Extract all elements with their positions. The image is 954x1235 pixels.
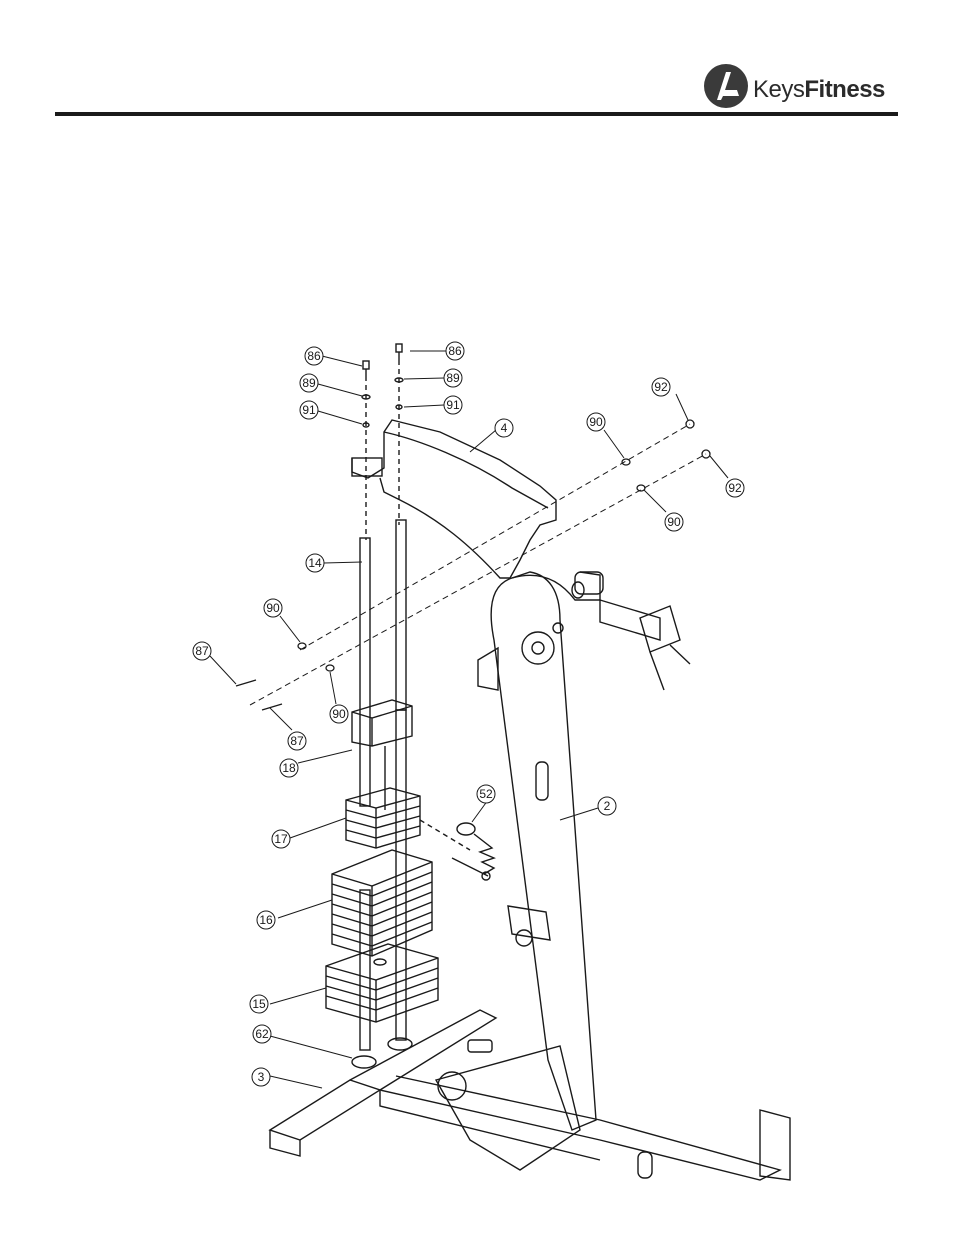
pulley	[522, 632, 554, 664]
guide-rods-14	[360, 520, 406, 1050]
callout-17: 17	[272, 830, 290, 848]
brand-name-part1: Keys	[753, 76, 804, 103]
svg-text:90: 90	[266, 601, 280, 615]
svg-text:2: 2	[604, 799, 611, 813]
main-frame-2	[491, 572, 596, 1130]
callout-90-top-b: 90	[665, 513, 683, 531]
callout-52: 52	[477, 785, 495, 803]
svg-text:4: 4	[501, 421, 508, 435]
svg-text:14: 14	[308, 556, 322, 570]
svg-text:91: 91	[302, 403, 316, 417]
header-rule	[55, 112, 898, 116]
exploded-parts-diagram: 86 86 89 89 91 91 4 90 92 92 90 14 90 87…	[0, 330, 954, 1190]
callout-90-left-a: 90	[264, 599, 282, 617]
rubber-grommet-62	[352, 1056, 376, 1068]
callout-14: 14	[306, 554, 324, 572]
weight-stack-15	[326, 944, 438, 1022]
svg-text:15: 15	[252, 997, 266, 1011]
callout-16: 16	[257, 911, 275, 929]
callout-2: 2	[598, 797, 616, 815]
callout-90-left-b: 90	[330, 705, 348, 723]
top-plate-4	[352, 420, 556, 578]
svg-text:91: 91	[446, 398, 460, 412]
svg-text:92: 92	[728, 481, 742, 495]
svg-text:92: 92	[654, 380, 668, 394]
head-plate-18	[352, 700, 412, 746]
svg-text:18: 18	[282, 761, 296, 775]
svg-text:17: 17	[274, 832, 288, 846]
svg-text:90: 90	[667, 515, 681, 529]
base-frame-3	[270, 1080, 380, 1140]
weight-stack-16	[332, 850, 432, 956]
svg-text:3: 3	[258, 1070, 265, 1084]
callout-86-right: 86	[446, 342, 464, 360]
callout-89-right: 89	[444, 369, 462, 387]
selector-pin-52	[420, 820, 494, 880]
callout-87-b: 87	[288, 732, 306, 750]
svg-text:16: 16	[259, 913, 273, 927]
callout-15: 15	[250, 995, 268, 1013]
brand-name-part2: Fitness	[804, 76, 885, 103]
callout-3: 3	[252, 1068, 270, 1086]
callout-90-top-a: 90	[587, 413, 605, 431]
washer-90-d	[326, 665, 334, 671]
svg-text:89: 89	[302, 376, 316, 390]
washer-90-c	[298, 643, 306, 649]
callout-62: 62	[253, 1025, 271, 1043]
callout-91-right: 91	[444, 396, 462, 414]
machine-drawing	[270, 344, 790, 1180]
svg-text:86: 86	[448, 344, 462, 358]
keys-fitness-logo: KeysFitness	[703, 60, 903, 112]
brand-name: KeysFitness	[753, 76, 885, 104]
svg-text:52: 52	[479, 787, 493, 801]
callout-92-right: 92	[726, 479, 744, 497]
svg-text:89: 89	[446, 371, 460, 385]
svg-text:86: 86	[307, 349, 321, 363]
callout-4: 4	[495, 419, 513, 437]
svg-text:62: 62	[255, 1027, 269, 1041]
bolt-87-b	[262, 704, 282, 710]
svg-text:87: 87	[195, 644, 209, 658]
callout-18: 18	[280, 759, 298, 777]
callout-86-left: 86	[305, 347, 323, 365]
bolt-86-right	[396, 344, 402, 360]
bolt-86-left	[363, 361, 369, 376]
svg-text:90: 90	[332, 707, 346, 721]
svg-text:90: 90	[589, 415, 603, 429]
callout-87-a: 87	[193, 642, 211, 660]
leader-lines	[210, 351, 728, 1088]
svg-text:87: 87	[290, 734, 304, 748]
callout-92-top: 92	[652, 378, 670, 396]
washer-90-a	[622, 459, 630, 465]
bolt-87-a	[236, 680, 256, 686]
callout-89-left: 89	[300, 374, 318, 392]
logo-mark-icon	[703, 60, 749, 112]
weight-stack-17	[346, 788, 420, 848]
washer-90-b	[637, 485, 645, 491]
callout-91-left: 91	[300, 401, 318, 419]
